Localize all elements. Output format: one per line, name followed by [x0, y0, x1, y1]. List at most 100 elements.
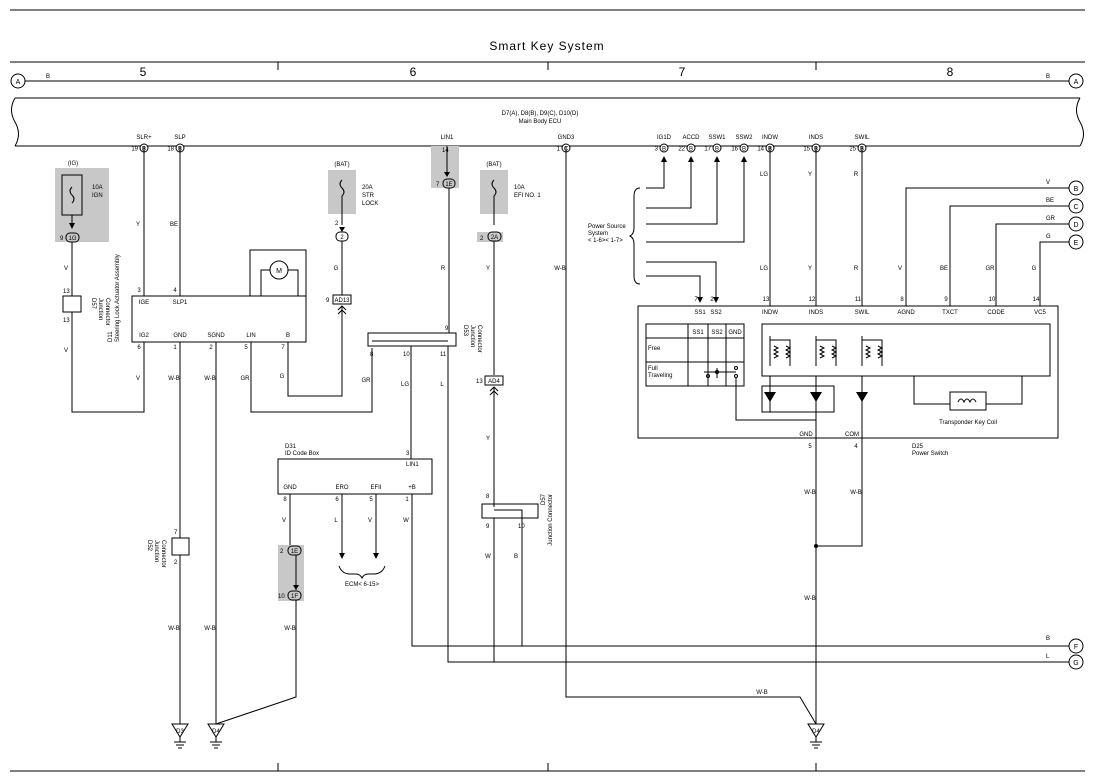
- svg-text:1: 1: [405, 497, 409, 503]
- svg-text:CODE: CODE: [987, 310, 1004, 316]
- svg-text:25: 25: [849, 147, 856, 153]
- svg-text:BE: BE: [940, 266, 948, 272]
- svg-text:L: L: [1046, 654, 1050, 660]
- svg-text:AD4: AD4: [488, 379, 500, 385]
- svg-text:2: 2: [209, 345, 213, 351]
- column-7: 7: [679, 65, 686, 79]
- svg-text:INDW: INDW: [762, 310, 778, 316]
- svg-text:GR: GR: [986, 266, 996, 272]
- svg-text:2: 2: [174, 560, 178, 566]
- ground-d3: D3: [171, 723, 189, 749]
- svg-text:Junction: Junction: [469, 325, 475, 347]
- svg-text:5: 5: [808, 444, 812, 450]
- svg-text:IGE: IGE: [139, 300, 149, 306]
- svg-text:7: 7: [694, 297, 698, 303]
- svg-text:5: 5: [369, 497, 373, 503]
- svg-text:8: 8: [283, 497, 287, 503]
- svg-text:AD13: AD13: [334, 298, 350, 304]
- ecu-pin-lin1: LIN1: [441, 135, 454, 141]
- svg-text:10A: 10A: [92, 185, 103, 191]
- ref-d: [1068, 216, 1084, 232]
- svg-text:7: 7: [174, 530, 178, 536]
- svg-text:1G: 1G: [68, 236, 76, 242]
- svg-text:Traveling: Traveling: [648, 373, 672, 379]
- svg-text:3: 3: [406, 451, 410, 457]
- svg-text:V: V: [898, 266, 902, 272]
- svg-text:SWIL: SWIL: [855, 310, 870, 316]
- svg-text:W-B: W-B: [804, 490, 816, 496]
- svg-text:BE: BE: [170, 222, 178, 228]
- svg-text:R: R: [441, 266, 446, 272]
- svg-text:14: 14: [1033, 297, 1040, 303]
- svg-text:W-B: W-B: [804, 596, 816, 602]
- svg-text:G: G: [1046, 234, 1051, 240]
- svg-text:LG: LG: [401, 382, 409, 388]
- svg-text:LOCK: LOCK: [362, 201, 378, 207]
- svg-text:A: A: [1074, 79, 1079, 86]
- svg-text:9: 9: [944, 297, 948, 303]
- svg-text:LG: LG: [760, 266, 768, 272]
- svg-text:LIN1: LIN1: [406, 462, 419, 468]
- svg-text:3: 3: [655, 147, 659, 153]
- svg-text:B: B: [1074, 186, 1079, 193]
- junction-d52: 7 2 D52 Junction Connector: [146, 530, 190, 568]
- svg-text:ID Code Box: ID Code Box: [285, 451, 319, 457]
- svg-text:W: W: [485, 554, 491, 560]
- power-source-label: Power Source: [588, 224, 626, 230]
- svg-text:EFI NO. 1: EFI NO. 1: [514, 193, 541, 199]
- svg-text:11: 11: [440, 352, 447, 358]
- svg-text:Connector: Connector: [476, 325, 482, 353]
- svg-text:14: 14: [442, 148, 449, 154]
- svg-text:L: L: [334, 518, 338, 524]
- svg-text:(IG): (IG): [68, 161, 78, 167]
- svg-text:16: 16: [731, 147, 738, 153]
- svg-text:Y: Y: [486, 436, 490, 442]
- svg-text:W-B: W-B: [756, 690, 768, 696]
- svg-text:(BAT): (BAT): [334, 162, 349, 168]
- svg-text:SLP: SLP: [174, 135, 185, 141]
- svg-text:10A: 10A: [514, 185, 525, 191]
- svg-text:G: G: [280, 374, 285, 380]
- transponder-key-coil: Transponder Key Coil: [939, 420, 997, 426]
- d25-pins: 7SS12SS213INDW12INDS11SWIL8AGND9TXCT10CO…: [694, 297, 1046, 316]
- steering-lock-actuator: M D11 Steering Lock Actuator Assembly: [108, 249, 307, 343]
- svg-text:W-B: W-B: [204, 626, 216, 632]
- svg-text:SGND: SGND: [207, 333, 225, 339]
- svg-text:EFII: EFII: [370, 485, 381, 491]
- svg-text:GR: GR: [241, 376, 251, 382]
- svg-text:3: 3: [137, 288, 141, 294]
- svg-text:SS2: SS2: [711, 330, 723, 336]
- svg-text:W-B: W-B: [204, 376, 216, 382]
- fuse-efi-no1: (BAT) 10A EFI NO. 1 2 2A: [477, 162, 541, 242]
- svg-text:B: B: [689, 147, 693, 153]
- junction-d57-a: 13 13 D57 Junction Connector: [62, 289, 110, 326]
- svg-text:14: 14: [757, 147, 764, 153]
- svg-text:W-B: W-B: [168, 376, 180, 382]
- ecu-pin-slr: SLR+B19: [131, 135, 152, 153]
- diagram-title: Smart Key System: [489, 39, 604, 53]
- svg-text:2: 2: [710, 297, 714, 303]
- svg-text:R: R: [854, 172, 859, 178]
- svg-text:7: 7: [436, 182, 440, 188]
- svg-text:9: 9: [60, 236, 64, 242]
- svg-text:D4: D4: [812, 729, 820, 735]
- svg-text:9: 9: [486, 524, 490, 530]
- svg-text:Connector: Connector: [160, 540, 166, 568]
- svg-text:G: G: [1073, 660, 1078, 667]
- svg-text:A: A: [16, 79, 21, 86]
- d11-pin-sgnd: SGND 2: [207, 333, 225, 351]
- svg-text:GND: GND: [283, 485, 297, 491]
- svg-text:INDW: INDW: [762, 135, 778, 141]
